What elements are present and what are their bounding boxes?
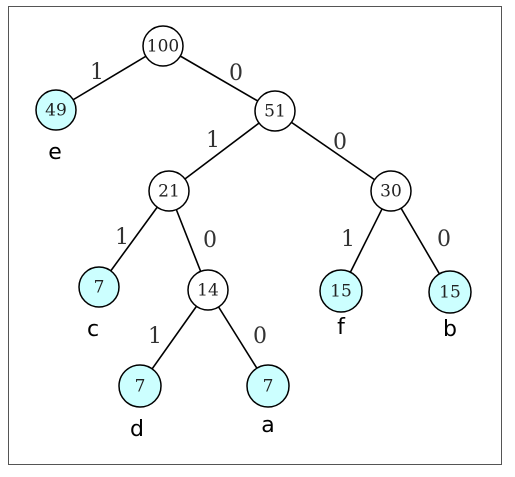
edge-label-n30-n15f: 1: [341, 227, 355, 252]
leaf-symbol-f: f: [337, 315, 346, 340]
tree-node-n100: 100: [142, 25, 184, 67]
internal-node-circle: [142, 25, 184, 67]
tree-node-n51: 51: [254, 90, 296, 132]
leaf-node-circle: [35, 89, 77, 131]
leaf-node-circle: [78, 266, 120, 308]
node-weight: 7: [94, 278, 105, 298]
tree-node-n7a: 7: [246, 364, 290, 408]
tree-node-n15b: 15: [428, 270, 472, 314]
edge-n100-n49: [55, 45, 164, 111]
edge-label-n100-n49: 1: [90, 60, 104, 85]
leaf-node-circle: [246, 364, 290, 408]
edge-n51-n30: [274, 110, 392, 192]
node-weight: 49: [45, 101, 67, 121]
node-weight: 15: [330, 282, 352, 302]
node-weight: 15: [439, 283, 461, 303]
node-weight: 51: [264, 102, 286, 122]
leaf-symbol-b: b: [443, 317, 457, 342]
internal-node-circle: [370, 170, 412, 212]
node-weight: 7: [263, 377, 274, 397]
tree-node-n14: 14: [187, 269, 229, 311]
tree-node-n30: 30: [370, 170, 412, 212]
leaf-symbol-d: d: [130, 417, 144, 442]
edge-label-n51-n30: 0: [333, 130, 347, 155]
edge-label-n30-n15b: 0: [437, 227, 451, 252]
leaf-labels-layer: e c f b d a: [48, 140, 457, 442]
tree-node-n49: 49: [35, 89, 77, 131]
edge-label-n100-n51: 0: [229, 61, 243, 86]
leaf-symbol-c: c: [87, 317, 99, 342]
leaf-node-circle: [118, 364, 162, 408]
node-weight: 30: [380, 182, 402, 202]
edge-label-n14-n7a: 0: [253, 324, 267, 349]
edge-label-n21-n14: 0: [203, 228, 217, 253]
leaf-symbol-e: e: [48, 140, 62, 165]
leaf-node-circle: [319, 269, 363, 313]
internal-node-circle: [254, 90, 296, 132]
node-weight: 100: [147, 37, 179, 57]
leaf-node-circle: [428, 270, 472, 314]
tree-node-n7c: 7: [78, 266, 120, 308]
internal-node-circle: [148, 170, 190, 212]
edge-label-n21-n7c: 1: [115, 225, 129, 250]
node-weight: 21: [158, 182, 180, 202]
node-weight: 14: [197, 281, 219, 301]
tree-node-n21: 21: [148, 170, 190, 212]
edge-n100-n51: [162, 45, 276, 112]
leaf-symbol-a: a: [261, 413, 274, 438]
node-weight: 7: [135, 377, 146, 397]
internal-node-circle: [187, 269, 229, 311]
edge-label-n14-n7d: 1: [148, 324, 162, 349]
tree-node-n7d: 7: [118, 364, 162, 408]
tree-node-n15f: 15: [319, 269, 363, 313]
edge-label-n51-n21: 1: [206, 128, 220, 153]
diagram-frame: [8, 6, 502, 465]
edge-labels-layer: 1 0 1 0 1 0 1 0 1 0: [90, 60, 451, 349]
edge-n51-n21: [168, 110, 276, 192]
